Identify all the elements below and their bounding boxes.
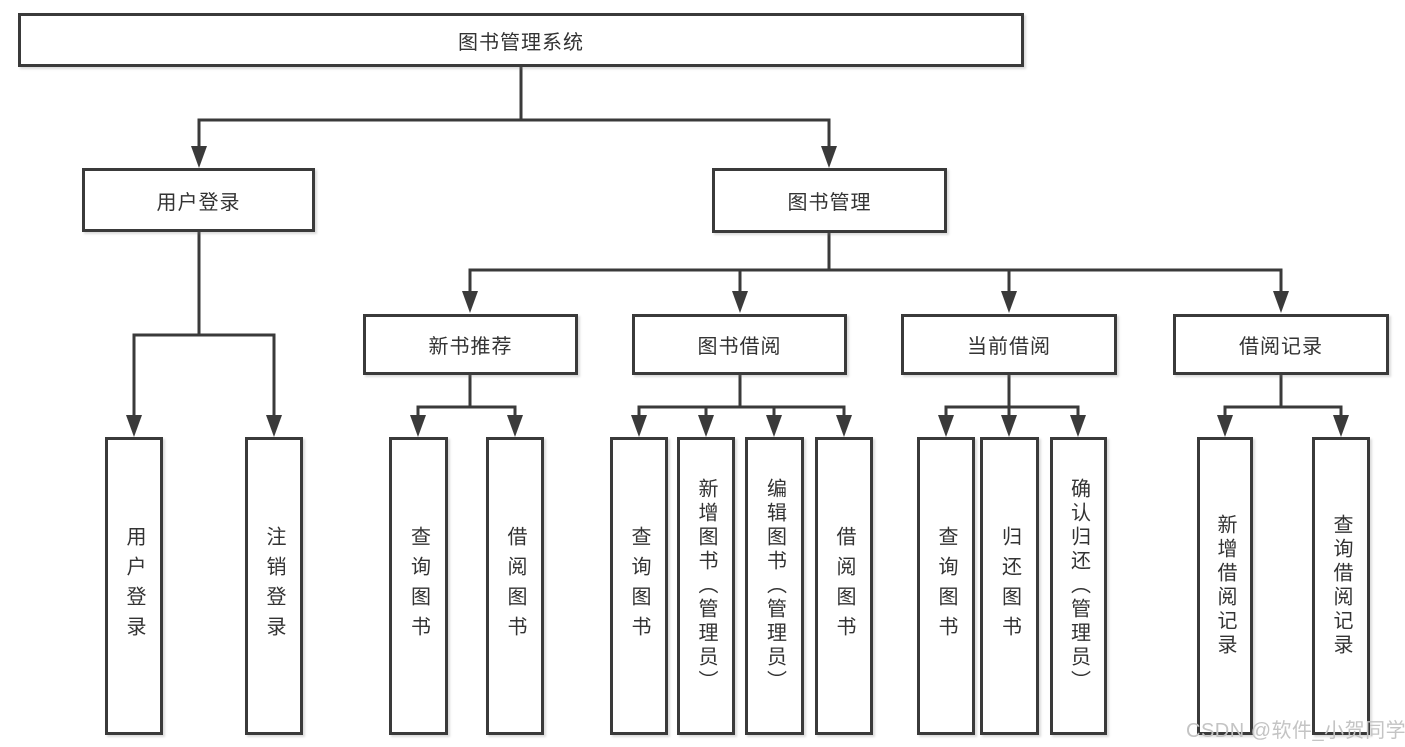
leaf-return-books: 归还图书 [980, 437, 1039, 735]
node-user-login-label: 用户登录 [156, 191, 241, 214]
csdn-watermark: CSDN @软件_小贺同学 [1186, 720, 1405, 742]
node-book-management-label: 图书管理 [787, 192, 872, 214]
node-current-borrow: 当前借阅 [901, 314, 1117, 375]
leaf-query-borrow-record-label: 查询借阅记录 [1330, 514, 1352, 658]
node-book-borrow-label: 图书借阅 [697, 336, 782, 358]
node-book-management: 图书管理 [712, 168, 947, 233]
node-new-book-recommend-label: 新书推荐 [428, 336, 513, 358]
node-current-borrow-label: 当前借阅 [967, 336, 1051, 358]
leaf-logout-label: 注销登录 [263, 526, 285, 646]
leaf-confirm-return-admin: 确认归还（管理员） [1050, 437, 1107, 735]
node-library-system-label: 图书管理系统 [458, 31, 584, 54]
leaf-borrow-query-books-label: 查询图书 [628, 526, 650, 646]
arrowheads [126, 146, 1349, 437]
leaf-add-books-admin: 新增图书（管理员） [677, 437, 735, 735]
node-borrow-records: 借阅记录 [1173, 314, 1389, 375]
node-library-system: 图书管理系统 [18, 13, 1024, 67]
leaf-current-query-books: 查询图书 [917, 437, 975, 735]
node-new-book-recommend: 新书推荐 [363, 314, 578, 375]
leaf-borrow-books: 借阅图书 [815, 437, 873, 735]
leaf-add-books-admin-label: 新增图书（管理员） [695, 478, 717, 694]
leaf-current-query-books-label: 查询图书 [935, 526, 957, 646]
node-book-borrow: 图书借阅 [632, 314, 847, 375]
leaf-edit-books-admin: 编辑图书（管理员） [745, 437, 804, 735]
leaf-return-books-label: 归还图书 [998, 526, 1021, 646]
leaf-query-borrow-record: 查询借阅记录 [1312, 437, 1370, 735]
leaf-newrec-borrow-books: 借阅图书 [486, 437, 544, 735]
leaf-edit-books-admin-label: 编辑图书（管理员） [763, 478, 786, 694]
leaf-user-login: 用户登录 [105, 437, 163, 735]
leaf-add-borrow-record: 新增借阅记录 [1197, 437, 1253, 735]
leaf-confirm-return-admin-label: 确认归还（管理员） [1067, 478, 1090, 694]
node-user-login: 用户登录 [82, 168, 315, 232]
leaf-user-login-label: 用户登录 [123, 526, 145, 646]
leaf-newrec-query-books-label: 查询图书 [407, 526, 430, 646]
leaf-logout: 注销登录 [245, 437, 303, 735]
leaf-newrec-borrow-books-label: 借阅图书 [504, 526, 526, 646]
leaf-borrow-books-label: 借阅图书 [833, 526, 855, 646]
leaf-add-borrow-record-label: 新增借阅记录 [1214, 514, 1236, 658]
leaf-newrec-query-books: 查询图书 [389, 437, 448, 735]
node-borrow-records-label: 借阅记录 [1239, 336, 1323, 358]
leaf-borrow-query-books: 查询图书 [610, 437, 668, 735]
